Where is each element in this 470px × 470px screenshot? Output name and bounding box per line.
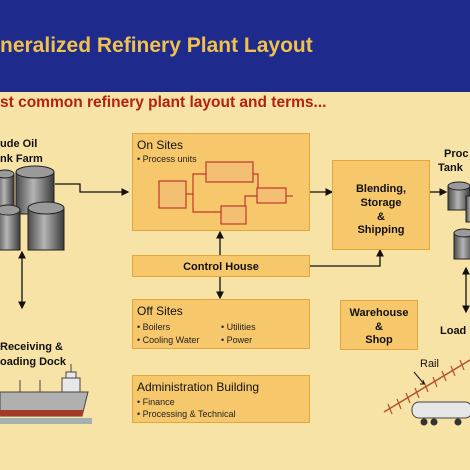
warehouse-shop-box: Warehouse & Shop (340, 300, 418, 350)
control-house-label: Control House (183, 261, 259, 273)
product-tank-label-line2: Tank (438, 162, 463, 174)
process-units-schematic (158, 161, 293, 225)
warehouse-line3: Shop (365, 334, 393, 346)
rail-track-icon (383, 359, 470, 415)
off-sites-item-boilers: • Boilers (137, 322, 171, 332)
crude-tank-group (0, 165, 65, 251)
receiving-label-line2: oading Dock (0, 356, 67, 368)
crude-oil-label-line2: nk Farm (0, 153, 43, 165)
blending-line2: Storage (360, 197, 402, 209)
blending-line1: Blending, (355, 183, 407, 195)
header-bar (0, 0, 470, 92)
off-sites-item-cooling-water: • Cooling Water (137, 335, 200, 345)
on-sites-bullet: • Process units (137, 154, 197, 164)
product-tank-group (447, 181, 470, 260)
off-sites-item-power: • Power (221, 335, 253, 345)
loading-label: Load (440, 325, 467, 337)
product-tank-label-line1: Proc (444, 148, 469, 160)
tanker-ship-icon (0, 364, 92, 424)
blending-storage-shipping-box: Blending, Storage & Shipping (332, 160, 430, 250)
admin-item-processing: • Processing & Technical (137, 409, 236, 419)
rail-label: Rail (420, 358, 439, 370)
crude-oil-label-line1: ude Oil (0, 138, 38, 150)
off-sites-heading: Off Sites (137, 304, 183, 318)
control-house-box: Control House (132, 255, 310, 277)
on-sites-box: On Sites • Process units (132, 133, 310, 231)
receiving-label-line1: Receiving & (0, 341, 63, 353)
warehouse-line1: Warehouse (349, 307, 409, 319)
blending-line4: Shipping (357, 224, 405, 236)
administration-building-box: Administration Building • Finance • Proc… (132, 375, 310, 423)
page-subtitle: st common refinery plant layout and term… (0, 94, 327, 111)
off-sites-item-utilities: • Utilities (221, 322, 256, 332)
blending-line3: & (377, 211, 385, 223)
off-sites-box: Off Sites • Boilers • Cooling Water • Ut… (132, 299, 310, 349)
page-title: neralized Refinery Plant Layout (0, 34, 313, 57)
admin-item-finance: • Finance (137, 397, 175, 407)
on-sites-heading: On Sites (137, 138, 184, 152)
admin-heading: Administration Building (137, 380, 260, 394)
warehouse-line2: & (375, 321, 383, 333)
rail-tank-car-icon (411, 401, 470, 426)
